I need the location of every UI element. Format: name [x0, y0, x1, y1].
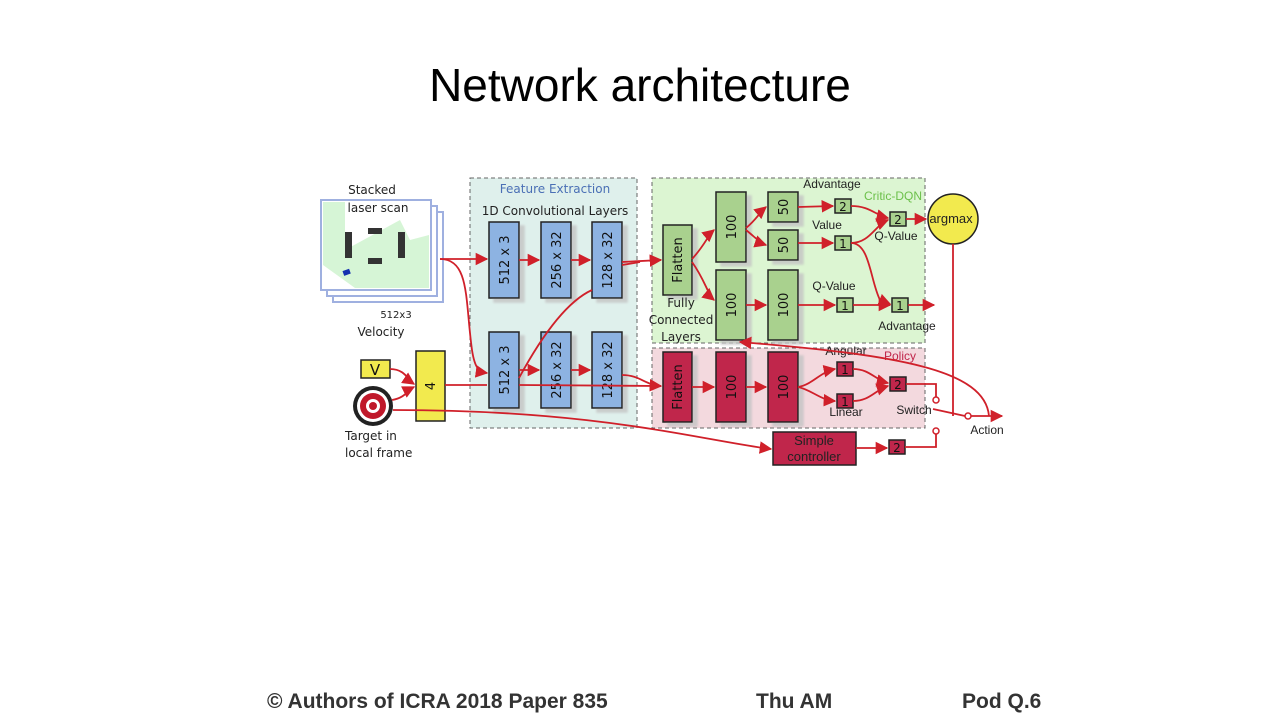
critic-flatten	[662, 224, 693, 296]
fc-label-3: Layers	[661, 330, 701, 344]
conv-bottom-3	[591, 331, 623, 409]
critic-flatten-label: Flatten	[671, 237, 686, 283]
fc-label-2: Connected	[649, 313, 714, 327]
policy-fc-2-label: 100	[777, 375, 792, 400]
target-label-2: local frame	[345, 446, 412, 460]
conv-top-3-label: 128 x 32	[601, 231, 616, 288]
controller-label-1: Simple	[794, 433, 834, 448]
lbl-qvalue-top: Q-Value	[874, 229, 917, 243]
critic-fc-bottom-1	[715, 269, 747, 341]
conv-layers-label: 1D Convolutional Layers	[482, 204, 629, 218]
conv-bottom-3-label: 128 x 32	[601, 341, 616, 398]
laser-label-2: laser scan	[348, 201, 409, 215]
critic-fc-bottom-2	[767, 269, 799, 341]
velocity-block-label: V	[370, 361, 381, 379]
target-icon	[353, 386, 393, 426]
controller-out-label: 2	[893, 441, 901, 455]
critic-branch-a-label: 50	[777, 199, 792, 216]
lbl-advantage-top: Advantage	[803, 177, 861, 191]
laser-scan-stack	[320, 199, 444, 303]
critic-fc-bottom-1-label: 100	[725, 293, 740, 318]
critic-adv-single-label: 1	[896, 299, 904, 313]
policy-fc-1-label: 100	[725, 375, 740, 400]
policy-flatten	[662, 351, 693, 423]
lbl-qvalue-mid: Q-Value	[812, 279, 855, 293]
critic-branch-a	[767, 191, 799, 223]
conv-top-2-label: 256 x 32	[550, 231, 565, 288]
critic-fc-top	[715, 191, 747, 263]
concat-block-label: 4	[424, 382, 439, 390]
laser-label-1: Stacked	[348, 183, 396, 197]
slide-title: Network architecture	[429, 59, 851, 111]
footer-session: Thu AM	[756, 690, 833, 713]
connection-wires	[389, 200, 1004, 455]
policy-linear-out-label: 1	[841, 395, 849, 409]
fc-label-1: Fully	[667, 296, 695, 310]
policy-angular-out-label: 1	[841, 363, 849, 377]
critic-fc-top-label: 100	[725, 215, 740, 240]
footer-copyright: © Authors of ICRA 2018 Paper 835	[267, 690, 608, 713]
feature-extraction-title: Feature Extraction	[500, 182, 610, 196]
critic-q-out-label: 2	[894, 213, 902, 227]
critic-branch-b	[767, 229, 799, 261]
switch-label: Switch	[896, 403, 931, 417]
conv-bottom-1-label: 512 x 3	[498, 345, 513, 394]
laser-dims: 512x3	[380, 310, 411, 321]
critic-fc-bottom-2-label: 100	[777, 293, 792, 318]
conv-top-2	[540, 221, 572, 299]
lbl-linear: Linear	[829, 405, 862, 419]
conv-bottom-2-label: 256 x 32	[550, 341, 565, 398]
action-label: Action	[970, 423, 1003, 437]
critic-q-single-label: 1	[841, 299, 849, 313]
lbl-advantage-bottom: Advantage	[878, 319, 936, 333]
argmax-label: argmax	[929, 211, 973, 226]
critic-title: Critic-DQN	[864, 189, 922, 203]
velocity-label: Velocity	[357, 325, 404, 339]
policy-flatten-label: Flatten	[671, 364, 686, 410]
lbl-value: Value	[812, 218, 842, 232]
conv-top-3	[591, 221, 623, 299]
critic-val-out-label: 1	[839, 237, 847, 251]
critic-adv-out-label: 2	[839, 200, 847, 214]
controller-label-2: controller	[787, 449, 841, 464]
footer-pod: Pod Q.6	[962, 690, 1042, 713]
critic-branch-b-label: 50	[777, 237, 792, 254]
conv-top-1-label: 512 x 3	[498, 235, 513, 284]
policy-merge-out-label: 2	[894, 378, 902, 392]
conv-top-1	[488, 221, 520, 299]
target-label-1: Target in	[344, 429, 397, 443]
